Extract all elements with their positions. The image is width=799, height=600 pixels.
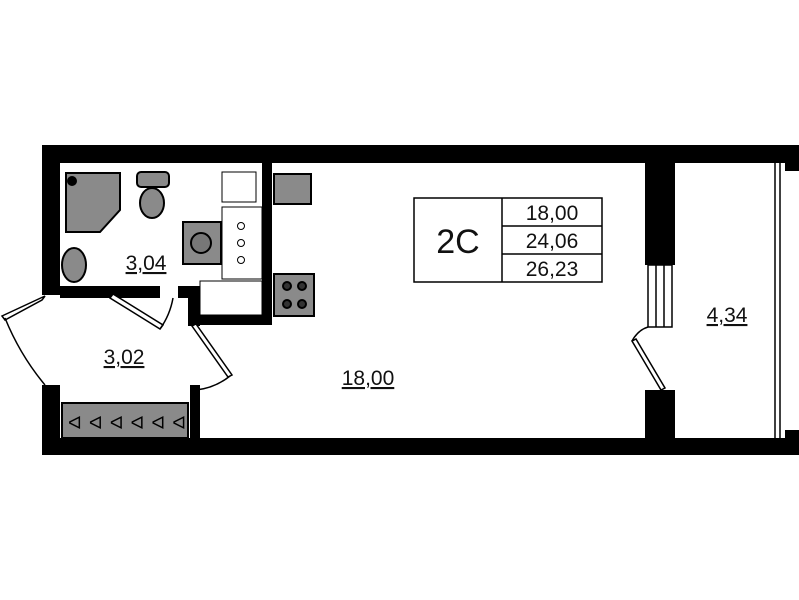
washbasin <box>61 247 87 283</box>
window <box>630 264 673 391</box>
balcony-glazing <box>774 163 781 438</box>
bathroom-area: 3,04 <box>126 252 167 275</box>
shower-tray <box>65 172 121 233</box>
balcony-area: 4,34 <box>707 304 748 327</box>
apartment-info-box <box>413 197 603 283</box>
kitchen-fixtures <box>199 171 315 317</box>
toilet <box>136 171 170 188</box>
walls <box>42 145 799 455</box>
bathroom-door <box>108 293 165 330</box>
wardrobe: ᐊ ᐊ ᐊ ᐊ ᐊ ᐊ <box>61 402 189 439</box>
svg-text:ᐊ ᐊ ᐊ ᐊ ᐊ ᐊ: ᐊ ᐊ ᐊ ᐊ ᐊ ᐊ <box>68 413 187 433</box>
stove <box>273 273 315 317</box>
hallway-door <box>190 323 234 378</box>
entrance-door <box>0 295 46 321</box>
living-room-area: 18,00 <box>342 367 395 390</box>
living-area: 18,00 <box>526 202 579 225</box>
hallway-area: 3,02 <box>104 346 145 369</box>
apartment-type: 2C <box>436 223 479 261</box>
doors <box>0 293 234 391</box>
sink <box>273 173 312 205</box>
total-area-with-balcony: 26,23 <box>526 258 579 281</box>
total-area: 24,06 <box>526 230 579 253</box>
bathroom-fixtures <box>61 171 222 283</box>
